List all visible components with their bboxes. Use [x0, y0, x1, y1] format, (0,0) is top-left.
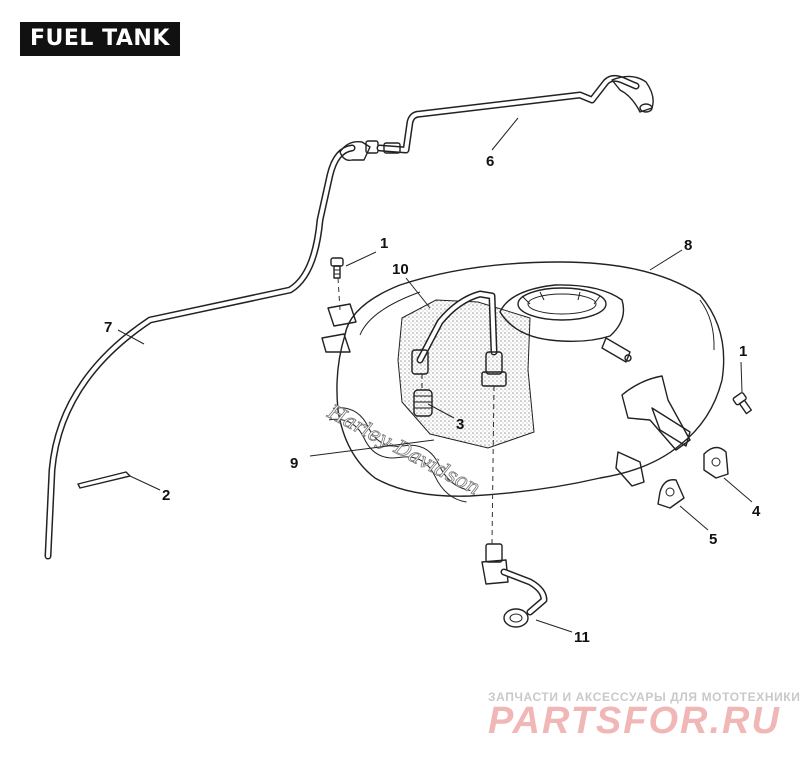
fitting-part-3: [413, 389, 433, 417]
fuel-line-part-10: [411, 290, 507, 387]
clip-part-4: [703, 446, 729, 479]
vent-tube-part-7: [44, 140, 379, 560]
leader-lines: [117, 117, 753, 633]
callout-9: 9: [290, 455, 298, 472]
callout-4: 4: [752, 503, 761, 520]
fuel-pump-mount: [499, 284, 632, 363]
callout-1: 1: [380, 235, 388, 252]
screw-part-1-rear: [732, 392, 753, 415]
callout-5: 5: [709, 531, 717, 548]
assembly-line: [337, 277, 341, 311]
screw-part-1-upper: [330, 257, 344, 279]
callout-1: 1: [739, 343, 747, 360]
vent-line-part-6: [376, 74, 654, 154]
watermark-site-logo: PARTSFOR.RU: [488, 700, 781, 742]
callout-10: 10: [392, 261, 409, 278]
callout-6: 6: [486, 153, 494, 170]
pin-part-2: [77, 471, 131, 489]
watermark-tagline: ЗАПЧАСТИ И АКСЕССУАРЫ ДЛЯ МОТОТЕХНИКИ: [488, 690, 800, 704]
diagram-title: FUEL TANK: [20, 22, 180, 56]
callout-7: 7: [104, 319, 112, 336]
fuel-supply-part-11: [481, 543, 548, 628]
callout-3: 3: [456, 416, 464, 433]
callout-8: 8: [684, 237, 692, 254]
fuel-tank-part-8: [321, 261, 725, 497]
callout-11: 11: [574, 629, 590, 646]
grommet-part-5: [657, 479, 685, 509]
callout-2: 2: [162, 487, 170, 504]
